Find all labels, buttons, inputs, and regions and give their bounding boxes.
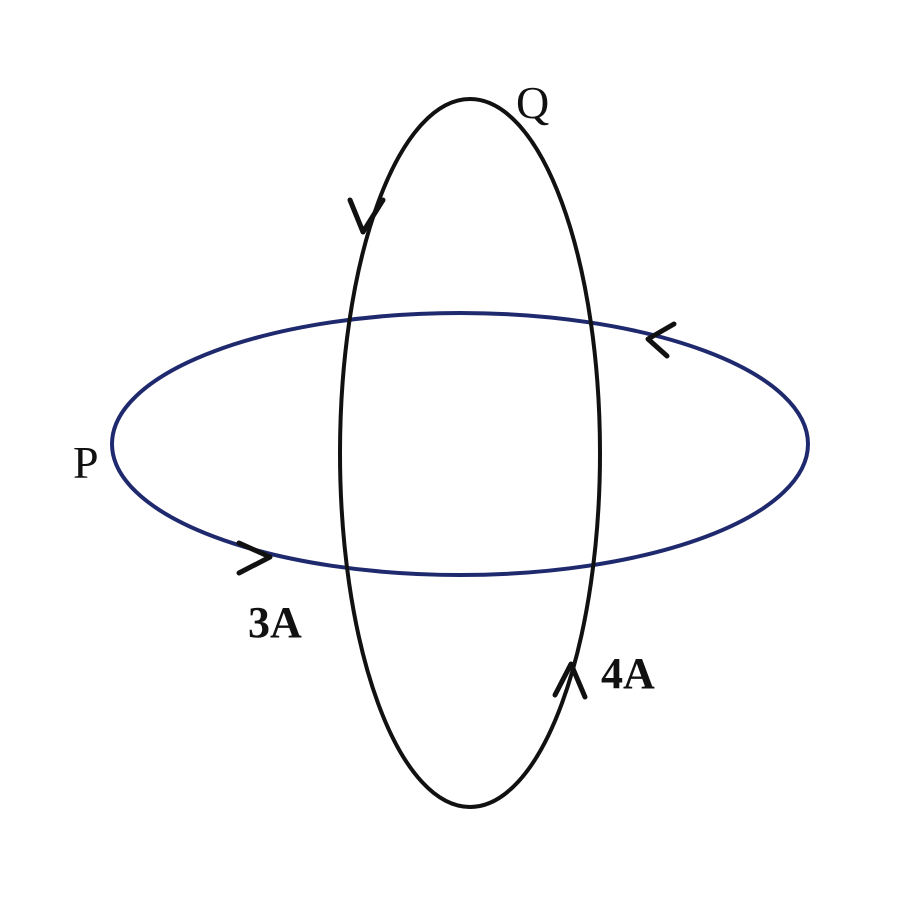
label-current-q: 4A bbox=[601, 649, 655, 698]
arrow-q-bottom-up bbox=[552, 661, 588, 700]
arrow-p-bottom-right bbox=[236, 540, 273, 576]
label-current-p: 3A bbox=[248, 598, 302, 647]
loop-p bbox=[110, 311, 810, 577]
loop-q bbox=[338, 97, 602, 809]
arrow-p-top-left bbox=[645, 321, 677, 359]
label-q: Q bbox=[516, 77, 549, 128]
arrow-q-top-down bbox=[347, 197, 386, 235]
label-p: P bbox=[73, 437, 99, 488]
